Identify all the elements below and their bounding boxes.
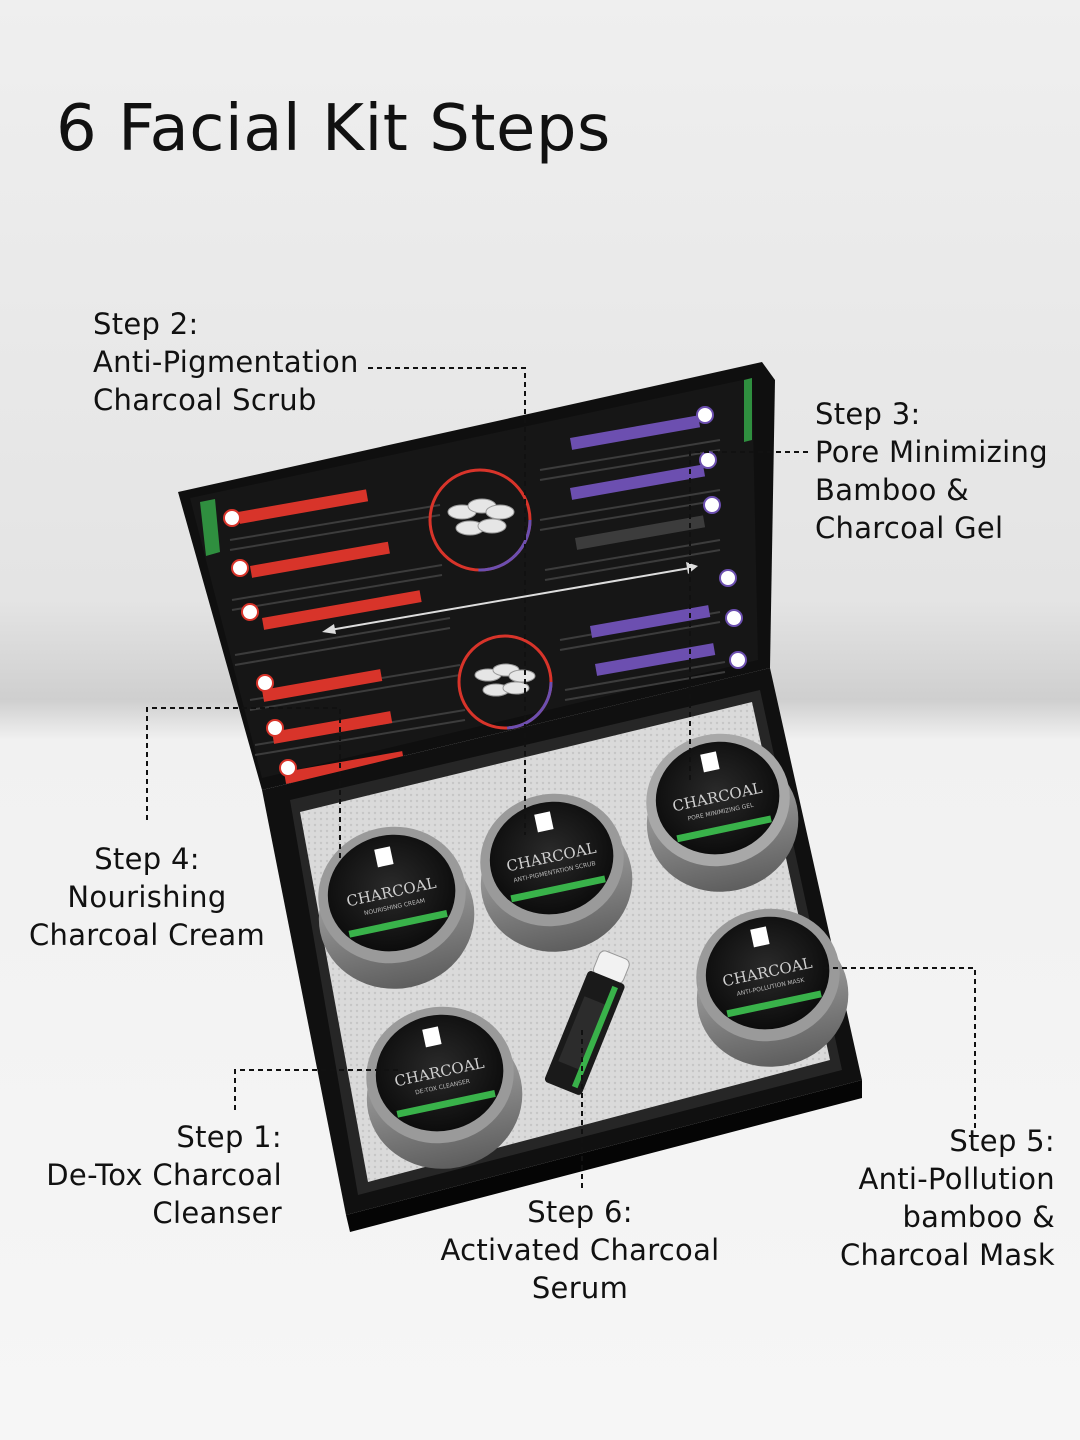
step-5-line-2: bamboo & xyxy=(902,1200,1055,1234)
step-3-line-2: Bamboo & xyxy=(815,473,970,507)
step-5-number: Step 5: xyxy=(949,1124,1055,1158)
step-6-label: Step 6: Activated Charcoal Serum xyxy=(430,1193,730,1307)
step-1-number: Step 1: xyxy=(176,1120,282,1154)
step-4-line-2: Charcoal Cream xyxy=(28,918,266,952)
jar-pore-minimizing-gel: CHARCOAL PORE MINIMIZING GEL xyxy=(646,733,799,892)
step-5-label: Step 5: Anti-Pollution bamboo & Charcoal… xyxy=(800,1122,1055,1274)
step-4-label: Step 4: Nourishing Charcoal Cream xyxy=(22,840,272,954)
step-2-line-2: Charcoal Scrub xyxy=(93,383,317,417)
step-5-line-3: Charcoal Mask xyxy=(839,1238,1055,1272)
step-6-line-2: Serum xyxy=(531,1271,629,1305)
page-title: 6 Facial Kit Steps xyxy=(56,92,611,166)
step-2-label: Step 2: Anti-Pigmentation Charcoal Scrub xyxy=(93,305,359,419)
serum-vial xyxy=(544,950,630,1095)
step-2-number: Step 2: xyxy=(93,307,199,341)
box-lid xyxy=(178,362,775,790)
step-3-line-1: Pore Minimizing xyxy=(815,435,1048,469)
leader-lines xyxy=(146,367,976,1188)
jar-anti-pigmentation-scrub: CHARCOAL ANTI-PIGMENTATION SCRUB xyxy=(480,793,633,952)
jar-de-tox-cleanser: CHARCOAL DE-TOX CLEANSER xyxy=(366,1006,523,1169)
step-6-number: Step 6: xyxy=(527,1195,633,1229)
step-4-number: Step 4: xyxy=(94,842,200,876)
jar-anti-pollution-mask: CHARCOAL ANTI-POLLUTION MASK xyxy=(696,908,849,1067)
step-1-line-2: Cleanser xyxy=(152,1196,282,1230)
jar-nourishing-cream: CHARCOAL NOURISHING CREAM xyxy=(318,826,475,989)
step-5-line-1: Anti-Pollution xyxy=(858,1162,1055,1196)
step-2-line-1: Anti-Pigmentation xyxy=(93,345,359,379)
step-1-label: Step 1: De-Tox Charcoal Cleanser xyxy=(20,1118,282,1232)
step-6-line-1: Activated Charcoal xyxy=(440,1233,720,1267)
step-3-label: Step 3: Pore Minimizing Bamboo & Charcoa… xyxy=(815,395,1048,547)
step-3-line-3: Charcoal Gel xyxy=(815,511,1004,545)
step-3-number: Step 3: xyxy=(815,397,921,431)
step-4-line-1: Nourishing xyxy=(67,880,227,914)
step-1-line-1: De-Tox Charcoal xyxy=(46,1158,282,1192)
